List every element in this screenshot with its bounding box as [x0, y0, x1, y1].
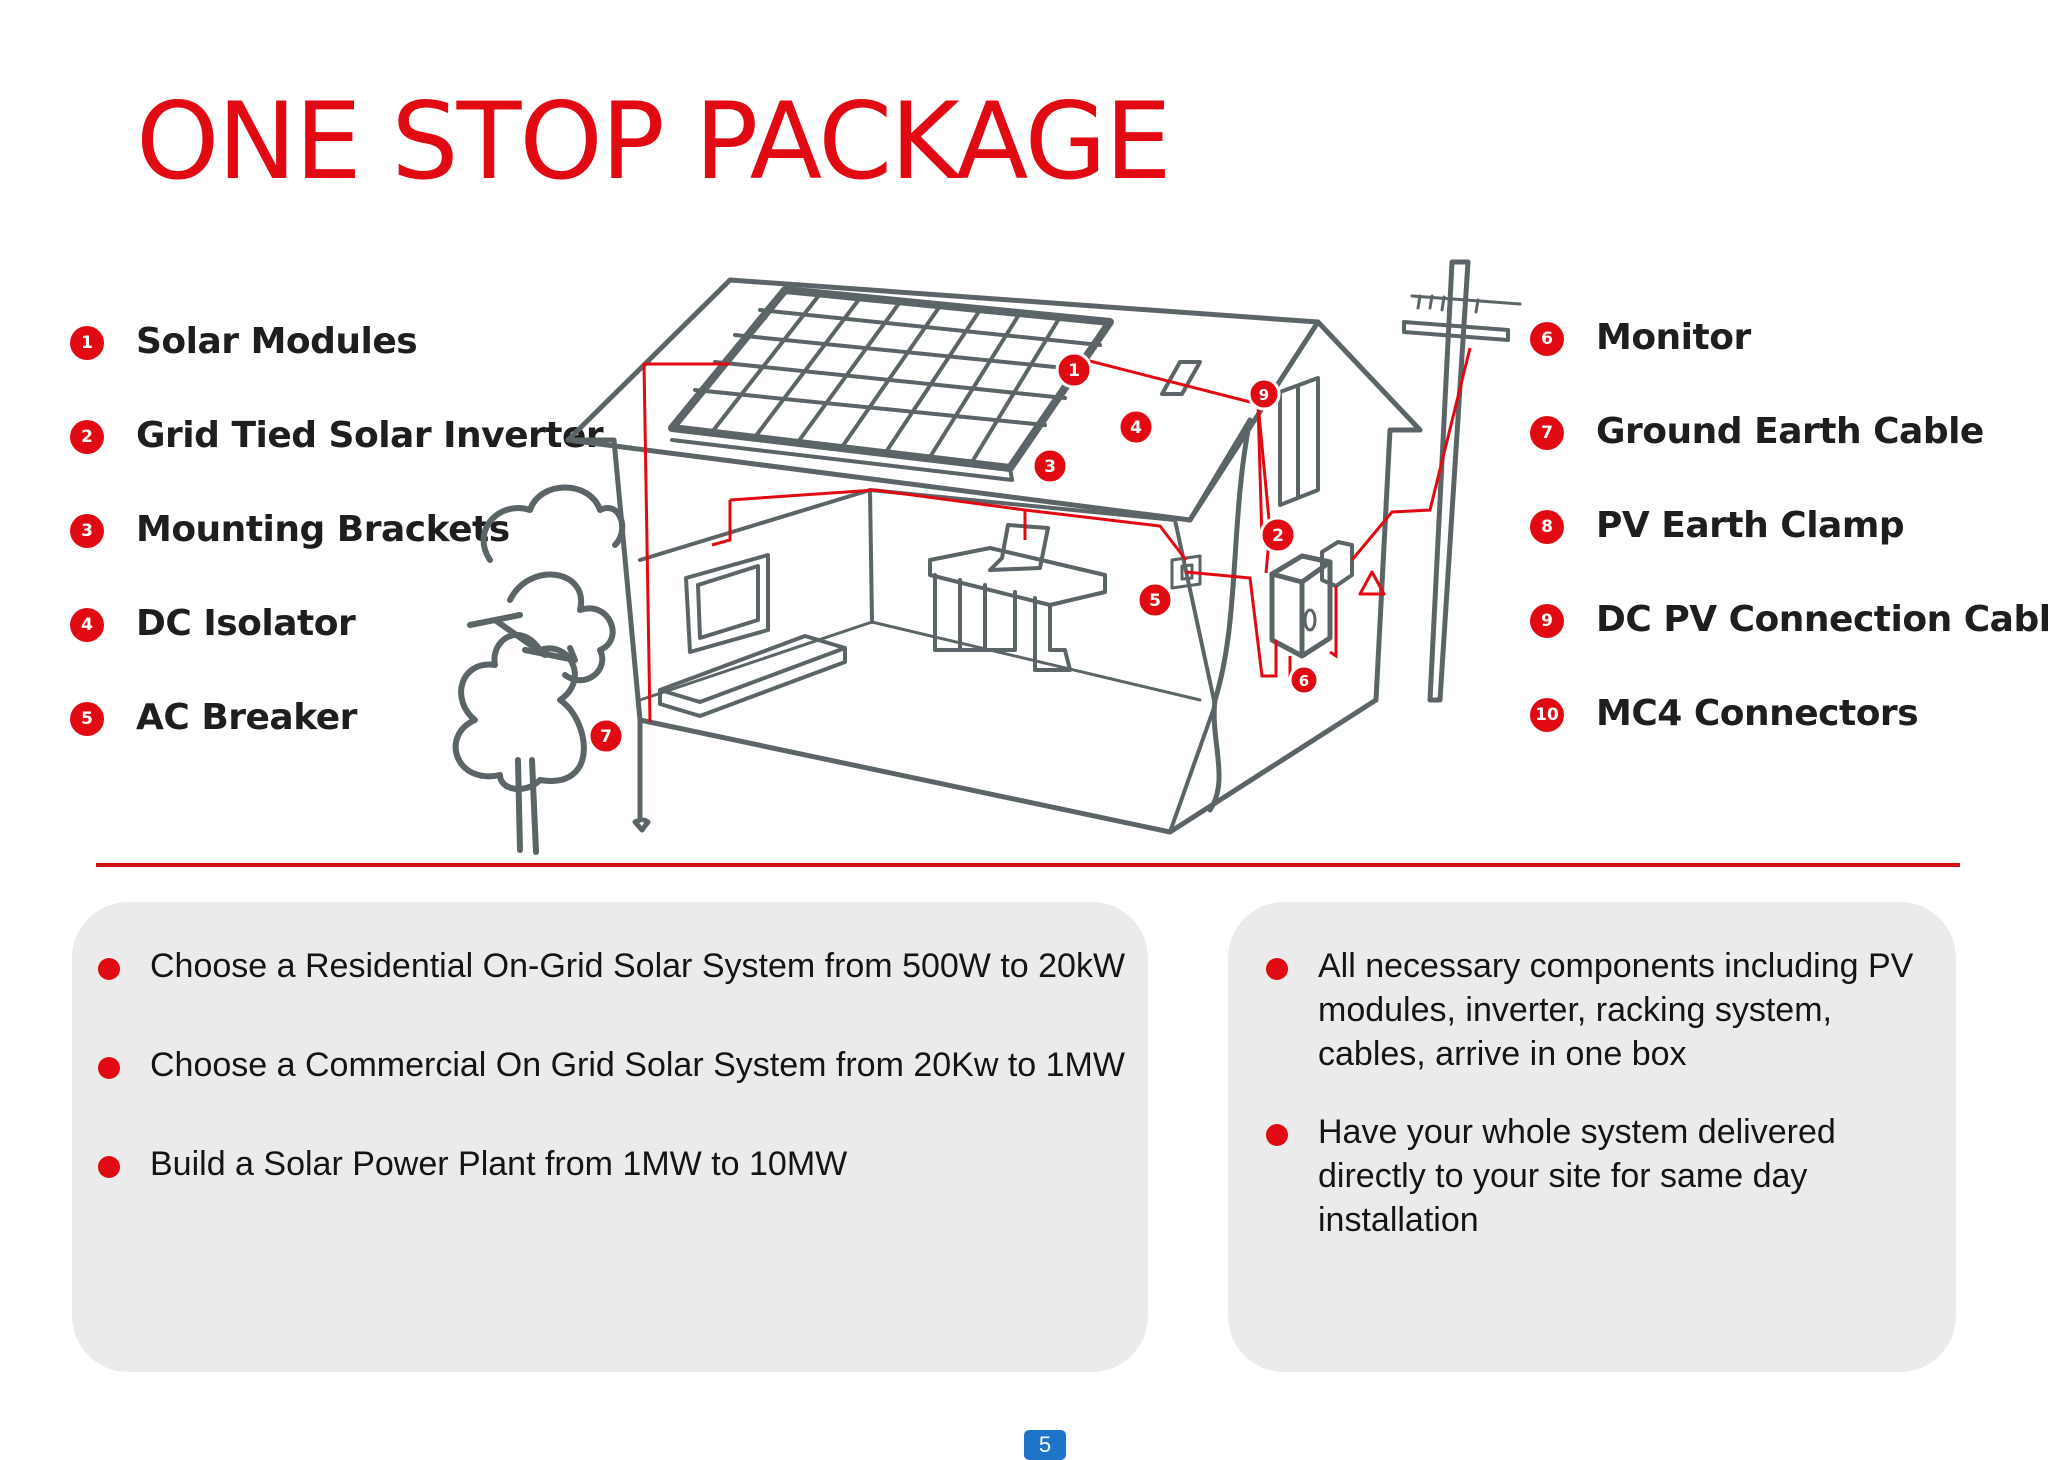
list-item-text: Have your whole system delivered directl…	[1318, 1113, 1836, 1239]
bullet-icon	[98, 1057, 120, 1079]
list-item-text: Choose a Residential On-Grid Solar Syste…	[150, 947, 1126, 985]
bullet-icon	[98, 1156, 120, 1178]
callout-6: 6	[1288, 664, 1320, 696]
bullet-icon	[1266, 958, 1288, 980]
svg-text:2: 2	[1272, 526, 1284, 546]
svg-text:9: 9	[1259, 386, 1269, 404]
legend-number-badge: 2	[70, 420, 104, 454]
callout-1: 1	[1055, 351, 1093, 389]
legend-number-badge: 9	[1530, 604, 1564, 638]
options-list: Choose a Residential On-Grid Solar Syste…	[98, 944, 1130, 1241]
wiring-lines	[642, 347, 1472, 723]
legend-number-badge: 4	[70, 608, 104, 642]
legend-label: MC4 Connectors	[1596, 693, 1919, 734]
list-item: Have your whole system delivered directl…	[1266, 1110, 1928, 1242]
legend-label: DC Isolator	[136, 603, 356, 644]
delivery-list: All necessary components including PV mo…	[1266, 944, 1928, 1276]
desk-illustration	[928, 523, 1107, 672]
skylight-window	[1160, 360, 1202, 396]
svg-text:4: 4	[1130, 418, 1142, 438]
legend-number-badge: 1	[70, 326, 104, 360]
svg-text:3: 3	[1044, 457, 1056, 477]
warning-triangle-icon	[1358, 570, 1386, 596]
legend-number-badge: 6	[1530, 322, 1564, 356]
legend-label: Grid Tied Solar Inverter	[136, 415, 604, 456]
house-outline	[565, 277, 1423, 835]
inverter-illustration	[1269, 553, 1333, 659]
callout-2: 2	[1259, 516, 1297, 554]
solar-panel-array	[668, 286, 1114, 482]
svg-text:6: 6	[1299, 672, 1309, 690]
list-item-text: Build a Solar Power Plant from 1MW to 10…	[150, 1145, 848, 1183]
legend-number-badge: 3	[70, 514, 104, 548]
svg-text:1: 1	[1068, 361, 1080, 381]
diagram-callouts: 1 2 3 4 5 6 7 9	[587, 351, 1320, 755]
legend-number-badge: 5	[70, 702, 104, 736]
page-title: ONE STOP PACKAGE	[136, 80, 1172, 203]
callout-5: 5	[1136, 581, 1174, 619]
delivery-panel: All necessary components including PV mo…	[1228, 902, 1956, 1372]
tree-illustration	[452, 484, 626, 855]
ac-breaker-box	[1170, 554, 1202, 590]
bench-illustration	[658, 634, 847, 718]
ground-rod	[632, 717, 651, 833]
list-item: Choose a Residential On-Grid Solar Syste…	[98, 944, 1130, 988]
legend-label: Solar Modules	[136, 321, 418, 362]
wall-window	[1278, 376, 1320, 507]
meter-box	[1320, 540, 1354, 588]
list-item-text: All necessary components including PV mo…	[1318, 947, 1914, 1073]
legend-number-badge: 7	[1530, 416, 1564, 450]
svg-text:5: 5	[1149, 591, 1161, 611]
legend-label: Mounting Brackets	[136, 509, 510, 550]
bullet-icon	[98, 958, 120, 980]
list-item: Choose a Commercial On Grid Solar System…	[98, 1043, 1130, 1087]
legend-label: Monitor	[1596, 317, 1751, 358]
list-item: Build a Solar Power Plant from 1MW to 10…	[98, 1142, 1130, 1186]
list-item-text: Choose a Commercial On Grid Solar System…	[150, 1046, 1125, 1084]
legend-label: Ground Earth Cable	[1596, 411, 1984, 452]
section-divider	[96, 863, 1960, 867]
legend-label: PV Earth Clamp	[1596, 505, 1905, 546]
tv-illustration	[684, 553, 770, 654]
callout-3: 3	[1031, 447, 1069, 485]
utility-pole	[1402, 259, 1522, 703]
callout-4: 4	[1117, 408, 1155, 446]
legend-number-badge: 8	[1530, 510, 1564, 544]
legend-label: DC PV Connection Cables	[1596, 599, 2048, 640]
legend-number-badge: 10	[1530, 698, 1564, 732]
callout-7: 7	[587, 717, 625, 755]
callout-9: 9	[1247, 377, 1281, 411]
bullet-icon	[1266, 1124, 1288, 1146]
options-panel: Choose a Residential On-Grid Solar Syste…	[72, 902, 1148, 1372]
page-number-badge: 5	[1024, 1430, 1066, 1460]
list-item: All necessary components including PV mo…	[1266, 944, 1928, 1076]
svg-text:7: 7	[600, 727, 612, 747]
legend-label: AC Breaker	[136, 697, 357, 738]
